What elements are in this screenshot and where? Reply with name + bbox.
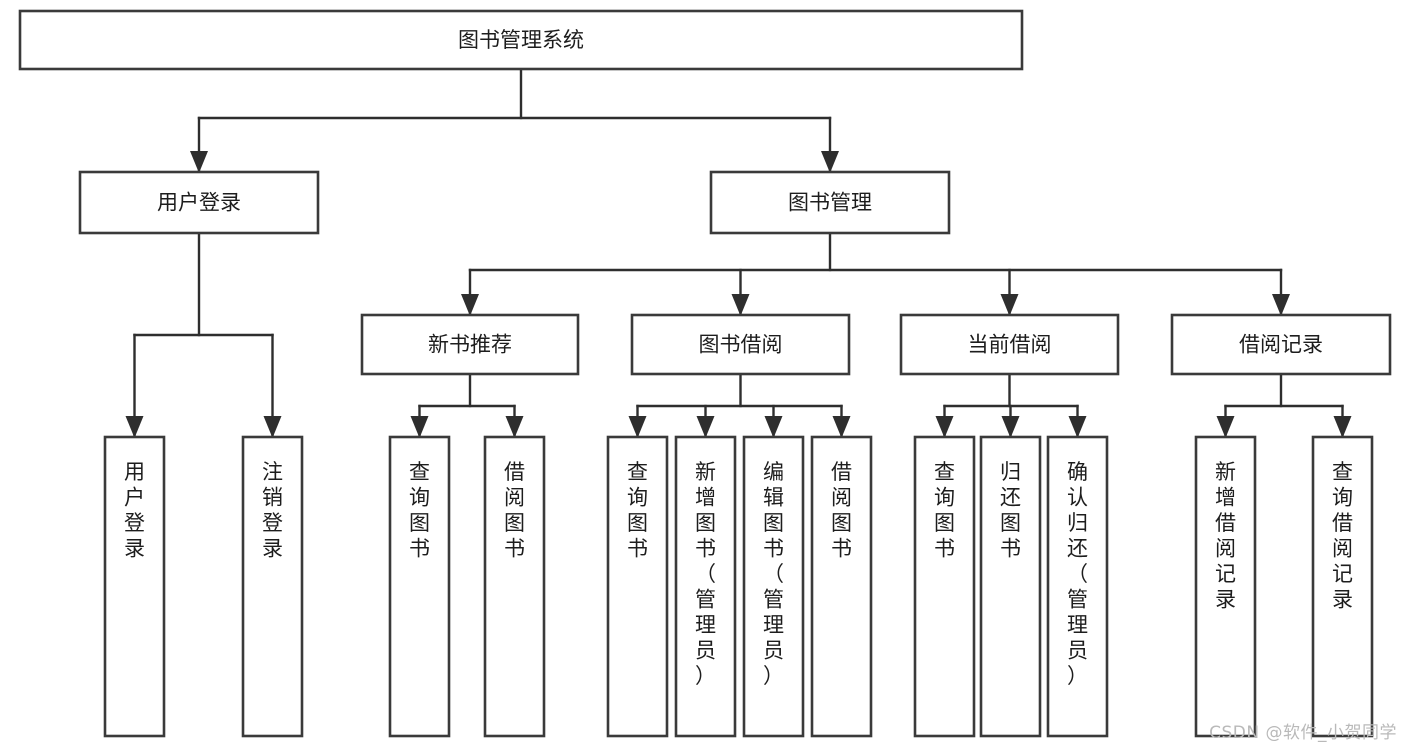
leaf-node-leaf-query-book-recommend[interactable]: 查询图书 <box>388 435 451 738</box>
submodule-node-borrow-record[interactable]: 借阅记录 <box>1170 313 1392 376</box>
arrow-head-icon-leaf-add-borrow-record <box>1216 416 1235 438</box>
node-label-root: 图书管理系统 <box>458 28 584 52</box>
node-label-user-login: 用户登录 <box>157 191 241 215</box>
arrow-head-icon-leaf-user-login <box>125 416 144 438</box>
submodule-node-book-borrow[interactable]: 图书借阅 <box>630 313 851 376</box>
node-box-leaf-edit-book-admin[interactable] <box>742 435 805 738</box>
node-label-leaf-borrow-book: 借阅图书 <box>831 460 852 561</box>
arrow-head-icon-leaf-query-book-recommend <box>410 416 429 438</box>
module-node-user-login[interactable]: 用户登录 <box>78 170 320 235</box>
arrow-head-icon-user-login <box>190 151 208 173</box>
submodule-node-new-book-recommend[interactable]: 新书推荐 <box>360 313 580 376</box>
leaf-node-leaf-add-borrow-record[interactable]: 新增借阅记录 <box>1194 435 1257 738</box>
submodule-node-current-borrow[interactable]: 当前借阅 <box>899 313 1120 376</box>
node-label-leaf-query-book-current: 查询图书 <box>934 460 955 561</box>
arrow-head-icon-leaf-query-borrow-record <box>1333 416 1352 438</box>
node-box-leaf-query-book-borrow[interactable] <box>606 435 669 738</box>
node-box-root[interactable] <box>18 9 1024 71</box>
node-label-leaf-query-borrow-record: 查询借阅记录 <box>1332 460 1353 612</box>
arrow-head-icon-book-manage <box>821 151 839 173</box>
node-label-new-book-recommend: 新书推荐 <box>428 333 512 357</box>
node-box-leaf-add-borrow-record[interactable] <box>1194 435 1257 738</box>
arrow-head-icon-leaf-borrow-book-recommend <box>505 416 524 438</box>
leaf-node-leaf-confirm-return-admin[interactable]: 确认归还（管理员） <box>1046 435 1109 738</box>
node-label-leaf-query-book-recommend: 查询图书 <box>409 460 430 561</box>
arrow-head-icon-book-borrow <box>731 294 750 316</box>
csdn-watermark: CSDN @软件_小贺同学 <box>1209 723 1397 743</box>
node-label-current-borrow: 当前借阅 <box>968 333 1052 357</box>
leaf-node-leaf-edit-book-admin[interactable]: 编辑图书（管理员） <box>742 435 805 738</box>
node-box-leaf-borrow-book[interactable] <box>810 435 873 738</box>
node-box-book-borrow[interactable] <box>630 313 851 376</box>
node-label-leaf-borrow-book-recommend: 借阅图书 <box>504 460 525 561</box>
node-box-borrow-record[interactable] <box>1170 313 1392 376</box>
arrow-head-icon-new-book-recommend <box>461 294 479 316</box>
arrow-head-icon-leaf-borrow-book <box>832 416 851 438</box>
node-box-leaf-query-book-current[interactable] <box>913 435 976 738</box>
arrow-head-icon-leaf-query-book-borrow <box>628 416 647 438</box>
leaf-node-leaf-add-book-admin[interactable]: 新增图书（管理员） <box>674 435 737 738</box>
node-label-leaf-user-login: 用户登录 <box>124 460 145 561</box>
arrow-head-icon-borrow-record <box>1272 294 1290 316</box>
node-box-leaf-confirm-return-admin[interactable] <box>1046 435 1109 738</box>
node-label-book-borrow: 图书借阅 <box>699 333 783 357</box>
node-box-leaf-add-book-admin[interactable] <box>674 435 737 738</box>
node-box-leaf-return-book[interactable] <box>979 435 1042 738</box>
node-label-borrow-record: 借阅记录 <box>1239 333 1323 357</box>
node-box-leaf-query-borrow-record[interactable] <box>1311 435 1374 738</box>
node-label-leaf-query-book-borrow: 查询图书 <box>627 460 648 561</box>
connector-layer <box>125 67 1352 438</box>
node-label-leaf-add-borrow-record: 新增借阅记录 <box>1215 460 1236 612</box>
node-box-user-login[interactable] <box>78 170 320 235</box>
node-label-leaf-add-book-admin: 新增图书（管理员） <box>695 460 716 688</box>
leaf-node-leaf-return-book[interactable]: 归还图书 <box>979 435 1042 738</box>
leaf-node-leaf-borrow-book-recommend[interactable]: 借阅图书 <box>483 435 546 738</box>
arrow-head-icon-current-borrow <box>1000 294 1019 316</box>
leaf-node-leaf-logout-login[interactable]: 注销登录 <box>241 435 304 738</box>
node-label-leaf-logout-login: 注销登录 <box>262 460 283 561</box>
node-box-leaf-user-login[interactable] <box>103 435 166 738</box>
node-box-leaf-borrow-book-recommend[interactable] <box>483 435 546 738</box>
arrow-head-icon-leaf-add-book-admin <box>696 416 715 438</box>
node-label-book-manage: 图书管理 <box>788 191 872 215</box>
node-label-leaf-return-book: 归还图书 <box>1000 460 1021 561</box>
node-label-leaf-edit-book-admin: 编辑图书（管理员） <box>763 460 784 688</box>
root-node-book-management-system[interactable]: 图书管理系统 <box>18 9 1024 71</box>
leaf-node-leaf-user-login[interactable]: 用户登录 <box>103 435 166 738</box>
arrow-head-icon-leaf-confirm-return-admin <box>1068 416 1087 438</box>
leaf-node-leaf-query-book-borrow[interactable]: 查询图书 <box>606 435 669 738</box>
arrow-head-icon-leaf-edit-book-admin <box>764 416 783 438</box>
node-box-leaf-logout-login[interactable] <box>241 435 304 738</box>
node-label-leaf-confirm-return-admin: 确认归还（管理员） <box>1067 460 1088 688</box>
node-box-current-borrow[interactable] <box>899 313 1120 376</box>
node-box-new-book-recommend[interactable] <box>360 313 580 376</box>
node-box-leaf-query-book-recommend[interactable] <box>388 435 451 738</box>
arrow-head-icon-leaf-return-book <box>1001 416 1020 438</box>
node-box-book-manage[interactable] <box>709 170 951 235</box>
leaf-node-leaf-query-borrow-record[interactable]: 查询借阅记录 <box>1311 435 1374 738</box>
arrow-head-icon-leaf-logout-login <box>263 416 282 438</box>
leaf-node-leaf-borrow-book[interactable]: 借阅图书 <box>810 435 873 738</box>
arrow-head-icon-leaf-query-book-current <box>935 416 954 438</box>
node-layer: 图书管理系统用户登录图书管理新书推荐图书借阅当前借阅借阅记录用户登录注销登录查询… <box>18 9 1392 738</box>
module-node-book-manage[interactable]: 图书管理 <box>709 170 951 235</box>
leaf-node-leaf-query-book-current[interactable]: 查询图书 <box>913 435 976 738</box>
